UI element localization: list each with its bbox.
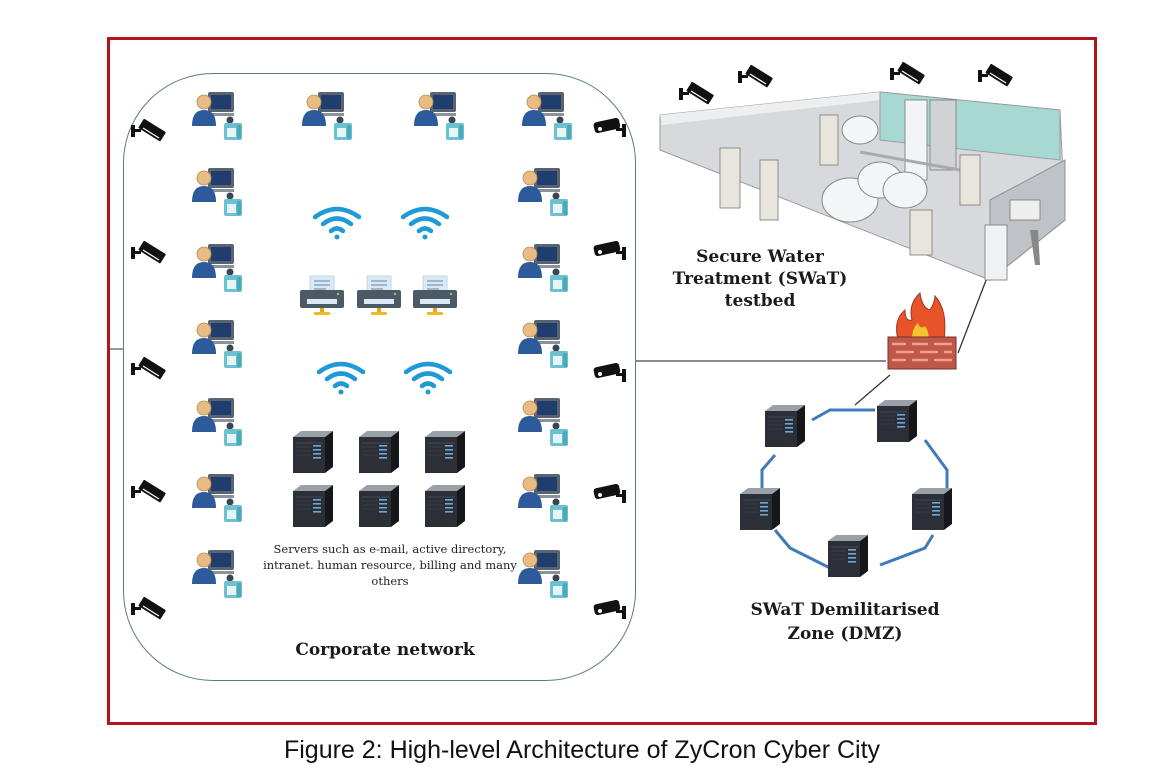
- swat-testbed-illustration: [659, 91, 1066, 282]
- corporate-network-boundary: [123, 73, 636, 681]
- dmz-server-icon: [876, 399, 918, 443]
- workstation-icon: [301, 91, 353, 141]
- workstation-icon: [517, 397, 569, 447]
- cctv-camera-icon: [889, 60, 926, 86]
- server-icon: [292, 484, 334, 528]
- dmz-server-icon: [827, 534, 869, 578]
- wifi-icon: [403, 209, 447, 240]
- workstation-icon: [521, 91, 573, 141]
- dmz-server-icon: [764, 404, 806, 448]
- printer-icon: [412, 275, 458, 316]
- workstation-icon: [517, 473, 569, 523]
- server-icon: [424, 430, 466, 474]
- wifi-icon: [406, 364, 450, 395]
- figure-caption: Figure 2: High-level Architecture of ZyC…: [283, 736, 881, 764]
- workstation-icon: [413, 91, 465, 141]
- firewall-icon: [887, 291, 957, 370]
- workstation-icon: [517, 243, 569, 293]
- swat-testbed-label: Secure Water Treatment (SWaT) testbed: [640, 246, 880, 312]
- firewall-to-dmz-line: [854, 374, 891, 406]
- printer-icon: [356, 275, 402, 316]
- cctv-camera-icon: [130, 117, 167, 143]
- server-icon: [358, 430, 400, 474]
- corporate-network-label: Corporate network: [295, 640, 475, 660]
- workstation-icon: [191, 167, 243, 217]
- wifi-icon: [319, 364, 363, 395]
- cctv-camera-icon: [130, 239, 167, 265]
- cctv-camera-icon: [678, 80, 715, 106]
- dmz-label-line: SWaT Demilitarised: [750, 600, 940, 620]
- printer-icon: [299, 275, 345, 316]
- dmz-label: SWaT Demilitarised Zone (DMZ): [710, 598, 980, 646]
- cctv-camera-icon: [130, 478, 167, 504]
- workstation-icon: [517, 167, 569, 217]
- workstation-icon: [191, 473, 243, 523]
- swat-label-line: Treatment (SWaT): [672, 269, 848, 289]
- cctv-camera-icon: [593, 240, 626, 260]
- cctv-camera-icon: [737, 63, 774, 89]
- workstation-icon: [191, 319, 243, 369]
- cctv-camera-icon: [593, 483, 626, 503]
- cctv-camera-icon: [977, 62, 1014, 88]
- workstation-icon: [191, 91, 243, 141]
- server-icon: [292, 430, 334, 474]
- swat-label-line: Secure Water: [696, 247, 824, 267]
- firewall-to-swat-line: [957, 269, 991, 354]
- servers-note: Servers such as e-mail, active directory…: [263, 542, 517, 588]
- dmz-label-line: Zone (DMZ): [787, 624, 903, 644]
- workstation-icon: [517, 549, 569, 599]
- server-icon: [424, 484, 466, 528]
- cctv-camera-icon: [593, 117, 626, 137]
- wifi-icon: [315, 209, 359, 240]
- dmz-server-icon: [739, 487, 781, 531]
- server-icon: [358, 484, 400, 528]
- cctv-camera-icon: [130, 355, 167, 381]
- dmz-server-icon: [911, 487, 953, 531]
- cctv-camera-icon: [593, 362, 626, 382]
- workstation-icon: [517, 319, 569, 369]
- dmz-ring: [760, 408, 949, 570]
- workstation-icon: [191, 397, 243, 447]
- workstation-icon: [191, 243, 243, 293]
- workstation-icon: [191, 549, 243, 599]
- cctv-camera-icon: [130, 595, 167, 621]
- swat-label-line: testbed: [724, 291, 796, 311]
- cctv-camera-icon: [593, 599, 626, 619]
- figure-frame: [107, 37, 1097, 725]
